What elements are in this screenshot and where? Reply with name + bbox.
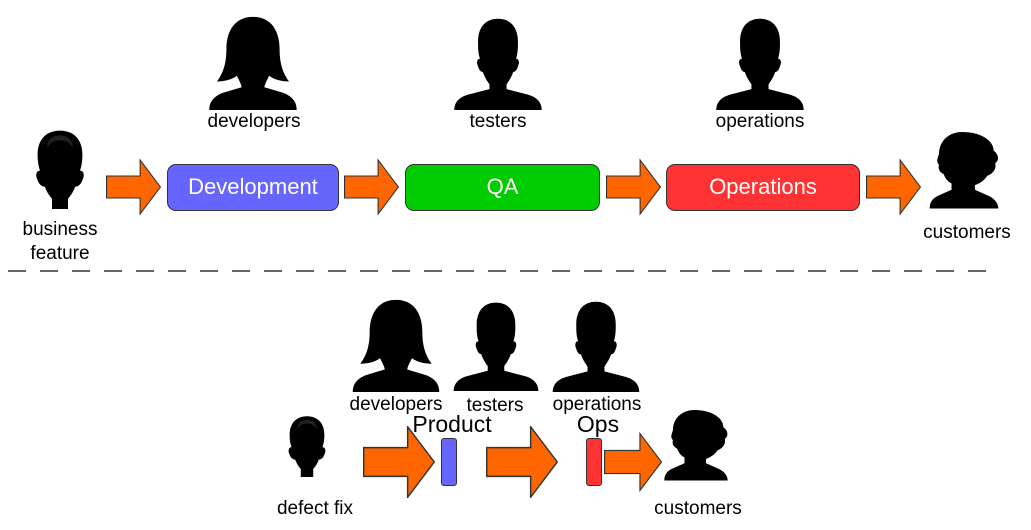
source-label-feature: feature xyxy=(30,243,90,264)
role-label-operations: operations xyxy=(715,111,805,132)
stage-label-product: Product xyxy=(412,411,492,437)
customers-long-hair-silhouette-icon xyxy=(929,132,999,209)
role-label-testers: testers xyxy=(469,111,527,132)
operations-male-silhouette-icon xyxy=(552,301,640,392)
business-feature-head-silhouette-icon xyxy=(36,130,84,209)
operations-male-silhouette-icon xyxy=(716,18,804,110)
right-arrow-icon xyxy=(604,432,662,492)
right-arrow-icon xyxy=(362,426,436,498)
testers-male-silhouette-icon xyxy=(454,18,542,110)
customers-long-hair-silhouette-icon xyxy=(664,409,728,481)
destination-label-customers: customers xyxy=(654,498,742,519)
stage-label-ops: Ops xyxy=(576,411,620,437)
right-arrow-icon xyxy=(606,159,661,215)
stage-product-box xyxy=(441,438,457,486)
role-label-operations: operations xyxy=(552,394,642,415)
testers-male-silhouette-icon xyxy=(453,302,539,391)
bottom-arrows xyxy=(362,426,662,498)
destination-label-customers: customers xyxy=(923,222,1011,243)
role-label-developers: developers xyxy=(207,111,301,132)
right-arrow-icon xyxy=(106,159,161,215)
defect-fix-head-silhouette-icon xyxy=(288,416,326,477)
developers-female-silhouette-icon xyxy=(209,16,297,110)
stage-ops-box xyxy=(586,438,602,486)
stage-qa: QA xyxy=(405,164,600,211)
developers-female-silhouette-icon xyxy=(352,299,440,392)
stage-development: Development xyxy=(167,164,339,211)
right-arrow-icon xyxy=(866,159,921,215)
source-label-business: business xyxy=(22,219,98,240)
role-label-testers: testers xyxy=(466,395,524,416)
source-label-defect-fix: defect fix xyxy=(276,498,354,519)
role-label-developers: developers xyxy=(349,394,443,415)
stage-operations: Operations xyxy=(666,164,860,211)
right-arrow-icon xyxy=(485,426,559,498)
right-arrow-icon xyxy=(344,159,399,215)
